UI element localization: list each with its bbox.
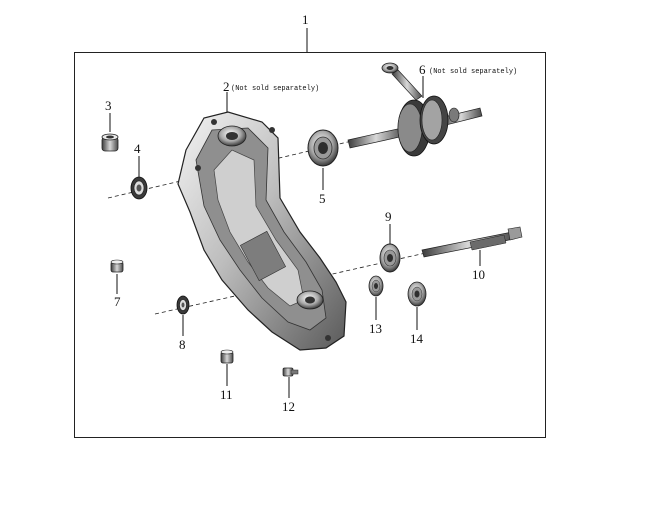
part-14-label: 14 [410,331,424,346]
bearing-part-5 [307,129,339,167]
part-3-label: 3 [105,98,112,113]
crankshaft-part-6 [347,62,483,157]
part-6-label: 6 [419,62,426,77]
part-7-label: 7 [114,294,121,309]
diagram-frame [74,52,546,438]
part-13-label: 13 [369,321,382,336]
part-2-label: 2 [223,79,230,94]
part-10-label: 10 [472,267,485,282]
part-6-note: (Not sold separately) [429,68,517,76]
part-2-note: (Not sold separately) [231,85,319,93]
part-4-label: 4 [134,141,141,156]
bushing-part-11 [220,349,234,364]
part-5-label: 5 [319,191,326,206]
oil-seal-part-8 [176,295,190,315]
dowel-pin-part-7 [110,259,124,273]
part-9-label: 9 [385,209,392,224]
part-11-label: 11 [220,387,233,402]
part-12-label: 12 [282,399,295,414]
drive-shaft-part-10 [421,226,523,258]
bushing-part-3 [101,133,119,152]
crankcase-cover-part [177,111,347,351]
oil-seal-part-4 [130,176,148,200]
bearing-part-9 [379,243,401,273]
fitting-part-12 [282,367,299,377]
assembly-number-label: 1 [302,12,309,27]
part-8-label: 8 [179,337,186,352]
bearing-part-14 [407,281,427,307]
bearing-part-13 [368,275,384,297]
